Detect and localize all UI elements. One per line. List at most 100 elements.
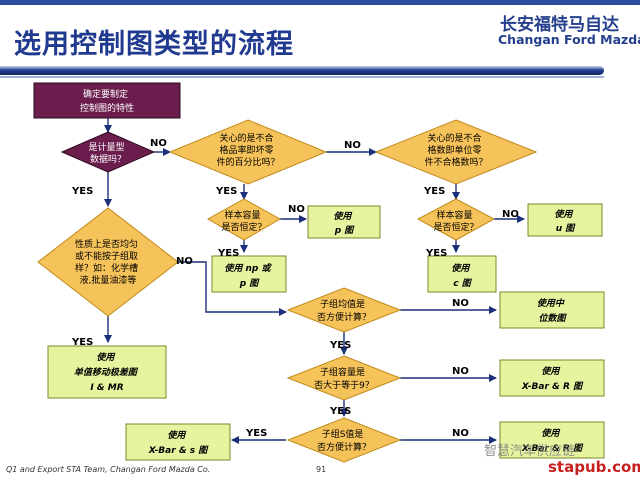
- result-xbar-r-chart: [499, 359, 605, 397]
- u-chart-line-1: 使用: [554, 209, 573, 220]
- result-xbar-r-chart-2: [499, 421, 605, 459]
- svg-text:性质上是否均匀 或不能按子组取 样？如：化学: 性质上是否均匀 或不能按子组取 样？如：化学槽 液,批量油漆等: [75, 238, 141, 286]
- mean-line-2: 否方便计算？: [317, 311, 371, 323]
- svg-text:使用 X-Bar & s 图: 使用 X-Bar & s 图: [148, 430, 210, 456]
- page-number: 91: [316, 465, 327, 474]
- decision-variable-data: [60, 131, 156, 173]
- label-yes-defective: YES: [215, 186, 237, 197]
- p-chart-line-2: p 图: [334, 225, 356, 236]
- label-yes-homogeneous: YES: [71, 337, 93, 348]
- svg-text:使用 p 图: 使用 p 图: [333, 211, 355, 236]
- median-line-1: 使用中: [537, 298, 565, 309]
- np-chart-line-1: 使用 np 或: [224, 263, 272, 274]
- decision-sample-size-np: [206, 198, 282, 241]
- start-box-text: 确定要制定 控制图的特性: [80, 88, 134, 114]
- s-calc-line-1: 子组S值是: [322, 428, 364, 440]
- label-yes-count: YES: [423, 186, 445, 197]
- start-line-1: 确定要制定: [83, 88, 128, 100]
- p-chart-line-1: 使用: [333, 211, 352, 222]
- label-no-mean: NO: [452, 298, 469, 309]
- arrow-homogeneous-no: [178, 261, 287, 316]
- svg-text:使用 c 图: 使用 c 图: [451, 263, 472, 289]
- count-line-3: 件不合格数吗？: [424, 156, 487, 168]
- defective-line-3: 件的百分比吗？: [216, 156, 279, 168]
- result-c-chart: [427, 255, 497, 293]
- svg-text:使用 单值移动极差图 I & MR: 使用 单值移动极差图 I & MR: [74, 352, 140, 393]
- watermark-site: stapub.com: [548, 458, 640, 476]
- svg-text:使用 np 或 p 图: 使用 np 或 p 图: [224, 263, 273, 289]
- label-yes-np: YES: [217, 248, 239, 259]
- header-divider-shadow: [0, 76, 604, 78]
- svg-text:样本容量 是否恒定？: 样本容量 是否恒定？: [433, 209, 478, 233]
- xbar-r-line-1: 使用: [541, 366, 560, 377]
- result-xbar-s-chart: [125, 423, 231, 461]
- label-yes-size9: YES: [329, 406, 351, 417]
- size9-line-1: 子组容量是: [320, 366, 365, 378]
- svg-text:关心的是不合 格数即单位零 件不合格数吗？: 关心的是不合 格数即单位零 件不合格数吗？: [424, 132, 487, 168]
- svg-text:子组容量是 否大于等于9？: 子组容量是 否大于等于9？: [314, 366, 374, 391]
- svg-text:子组S值是 否方便计算？: 子组S值是 否方便计算？: [317, 428, 371, 453]
- result-imr-chart: [47, 345, 167, 399]
- start-box: [33, 82, 181, 119]
- imr-line-1: 使用: [96, 352, 115, 363]
- homogeneous-line-3: 样？如：化学槽: [75, 262, 138, 274]
- defective-line-2: 格品率即坏零: [220, 144, 274, 156]
- brand-name-english: Changan Ford Mazda: [498, 32, 640, 47]
- label-yes-variable: YES: [71, 186, 93, 197]
- u-chart-line-2: u 图: [556, 223, 577, 234]
- homogeneous-line-4: 液,批量油漆等: [80, 274, 137, 286]
- decision-sample-size-c: [416, 198, 496, 241]
- decision-s-calc: [286, 417, 402, 463]
- label-yes-c: YES: [425, 248, 447, 259]
- c-chart-line-2: c 图: [453, 278, 472, 289]
- svg-text:样本容量 是否恒定？: 样本容量 是否恒定？: [221, 209, 266, 233]
- size9-line-2: 否大于等于9？: [314, 379, 374, 391]
- brand-name-chinese: 长安福特马自达: [500, 15, 619, 35]
- svg-text:关心的是不合 格品率即坏零 件的百分比吗？: 关心的是不合 格品率即坏零 件的百分比吗？: [216, 132, 279, 168]
- c-size-line-2: 是否恒定？: [433, 221, 478, 233]
- label-no-homogeneous: NO: [176, 256, 193, 267]
- label-yes-s: YES: [245, 428, 267, 439]
- c-chart-line-1: 使用: [451, 263, 470, 274]
- connector-lines: [104, 118, 525, 444]
- result-median-chart: [499, 291, 605, 329]
- svg-text:使用中 位数图: 使用中 位数图: [537, 298, 568, 324]
- label-no-s: NO: [452, 428, 469, 439]
- svg-text:使用 X-Bar & R 图: 使用 X-Bar & R 图: [521, 366, 584, 392]
- label-no-size9: NO: [452, 366, 469, 377]
- decision-homogeneous: [37, 207, 179, 317]
- c-size-line-1: 样本容量: [437, 209, 473, 221]
- xbar-s-line-1: 使用: [167, 430, 186, 441]
- imr-line-2: 单值移动极差图: [74, 367, 139, 378]
- median-line-2: 位数图: [538, 313, 567, 324]
- result-np-chart: [211, 255, 287, 293]
- xbar-s-line-2: X-Bar & s 图: [148, 445, 210, 456]
- top-accent-bar: [0, 0, 640, 5]
- label-yes-mean: YES: [329, 340, 351, 351]
- svg-text:是计量型 数据吗？: 是计量型 数据吗？: [89, 141, 128, 165]
- svg-text:子组均值是 否方便计算？: 子组均值是 否方便计算？: [317, 298, 371, 323]
- page-title: 选用控制图类型的流程: [14, 29, 294, 60]
- svg-text:使用 X-Bar & R 图: 使用 X-Bar & R 图: [521, 428, 584, 454]
- imr-line-3: I & MR: [90, 383, 123, 393]
- decision-subgroup-size: [286, 355, 402, 401]
- xbar-r2-line-1: 使用: [541, 428, 560, 439]
- mean-line-1: 子组均值是: [320, 298, 365, 310]
- branch-labels: NO NO YES YES YES NO NO YES YES NO NO YE…: [71, 138, 519, 439]
- defective-line-1: 关心的是不合: [220, 132, 274, 144]
- np-size-line-1: 样本容量: [225, 209, 261, 221]
- watermark-wechat: 智慧汽车供应链: [484, 444, 576, 459]
- start-line-2: 控制图的特性: [80, 102, 134, 114]
- variable-line-1: 是计量型: [89, 141, 125, 153]
- label-no-variable: NO: [150, 138, 167, 149]
- homogeneous-line-1: 性质上是否均匀: [75, 238, 138, 250]
- decision-mean-calc: [286, 287, 402, 333]
- s-calc-line-2: 否方便计算？: [317, 441, 371, 453]
- label-no-defective: NO: [344, 140, 361, 151]
- homogeneous-line-2: 或不能按子组取: [75, 250, 138, 262]
- result-p-chart: [307, 205, 381, 239]
- result-u-chart: [527, 203, 603, 237]
- label-no-c: NO: [502, 209, 519, 220]
- xbar-r-line-2: X-Bar & R 图: [521, 381, 584, 392]
